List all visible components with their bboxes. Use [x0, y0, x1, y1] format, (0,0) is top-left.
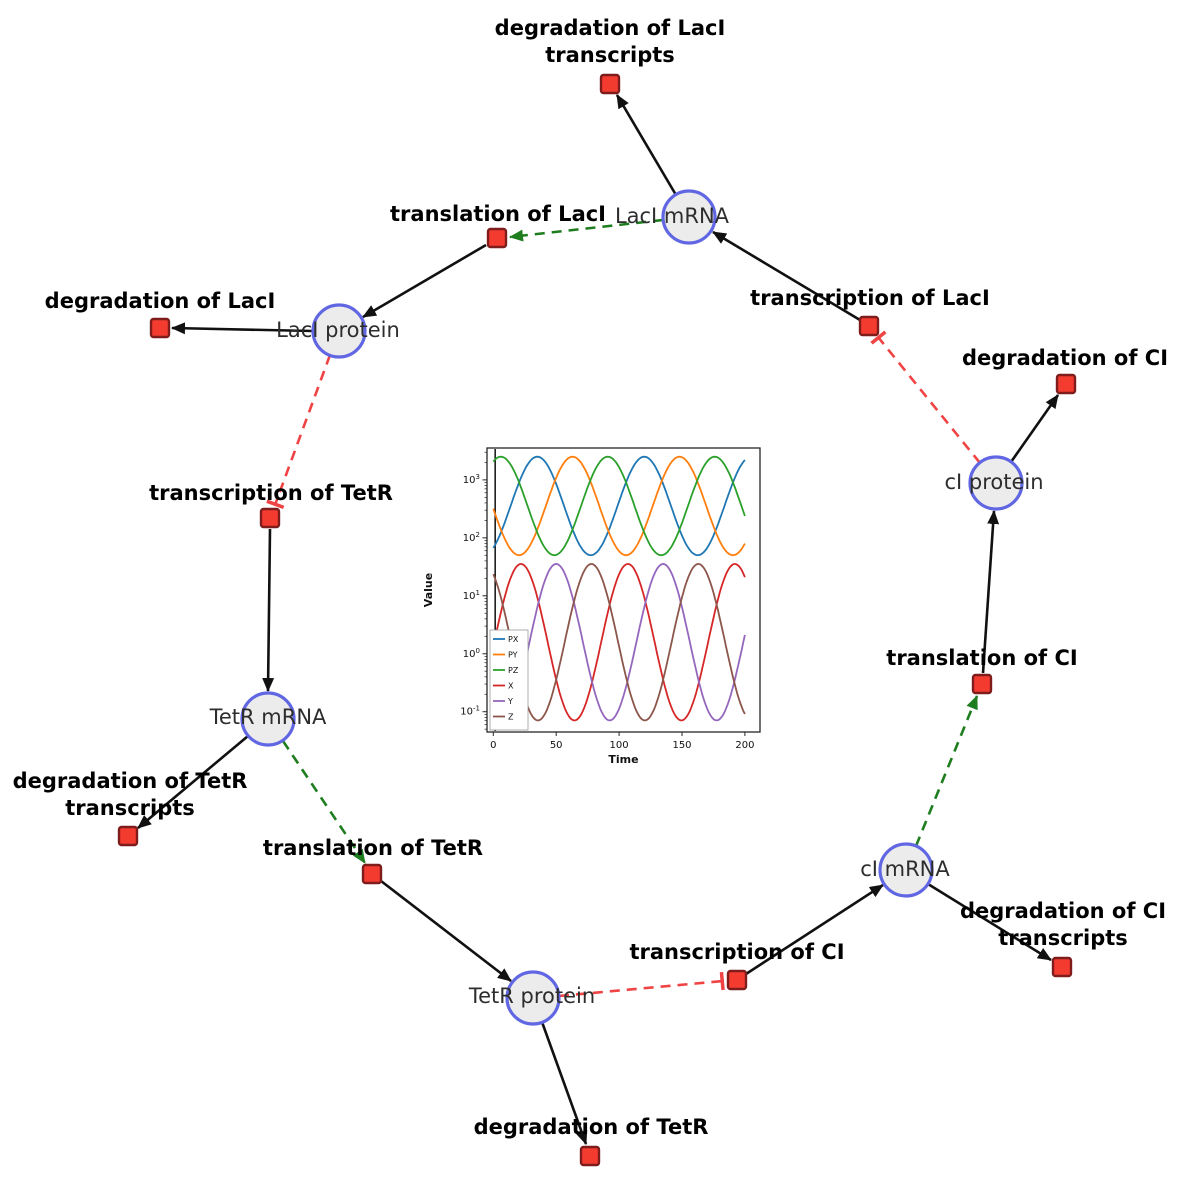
reaction-label-transcription-of-tetr: transcription of TetR [149, 481, 393, 505]
reaction-node-translation-of-laci[interactable] [486, 227, 508, 249]
reaction-node-degradation-of-laci-transcripts[interactable] [599, 73, 621, 95]
legend-label-Y: Y [507, 697, 513, 706]
reaction-label-degradation-of-tetr-transcripts-2: transcripts [65, 796, 195, 820]
y-tick-label: 102 [463, 531, 480, 544]
y-tick-label: 100 [463, 647, 480, 660]
y-axis-label: Value [422, 573, 435, 607]
reaction-label-degradation-of-laci-transcripts-2: transcripts [545, 43, 675, 67]
reaction-node-degradation-of-tetr[interactable] [579, 1145, 601, 1167]
x-tick-label: 100 [610, 740, 629, 751]
edge-ci-mrna-modifies-translation-ci [914, 695, 979, 847]
edge-translation-tetr-to-tetr-protein [380, 879, 512, 983]
edge-laci-mrna-modifies-translation-laci [509, 218, 664, 242]
legend-label-X: X [508, 682, 514, 691]
edge-laci-mrna-to-degradation-transcripts [615, 94, 678, 196]
reaction-node-degradation-of-ci[interactable] [1055, 373, 1077, 395]
reaction-node-translation-of-ci[interactable] [971, 673, 993, 695]
reaction-label-translation-of-tetr: translation of TetR [263, 836, 483, 860]
legend-label-PZ: PZ [508, 666, 519, 675]
reaction-label-degradation-of-laci-transcripts-1: degradation of LacI [495, 16, 726, 40]
species-label-tetr-mrna: TetR mRNA [209, 705, 327, 729]
reaction-node-transcription-of-laci[interactable] [858, 315, 880, 337]
edge-transcription-laci-to-laci-mrna [712, 230, 861, 322]
legend-label-PY: PY [508, 651, 518, 660]
edge-laci-protein-to-degradation-laci [171, 322, 314, 335]
species-node-ci-protein[interactable] [968, 455, 1024, 511]
y-tick-label: 103 [463, 473, 480, 486]
reaction-label-transcription-of-ci: transcription of CI [629, 940, 844, 964]
edge-ci-mrna-to-degradation-transcripts [927, 882, 1052, 962]
x-tick-label: 0 [490, 740, 496, 751]
edge-tetr-mrna-to-degradation-transcripts [137, 735, 249, 829]
series-PX [492, 455, 746, 557]
reaction-label-degradation-of-tetr-transcripts-1: degradation of TetR [13, 769, 248, 793]
reaction-label-transcription-of-laci: transcription of LacI [750, 286, 990, 310]
x-tick-label: 200 [735, 740, 754, 751]
edge-translation-laci-to-laci-protein [362, 243, 487, 319]
species-node-laci-mrna[interactable] [661, 189, 717, 245]
series-X [492, 563, 746, 722]
edge-tetr-protein-to-degradation-tetr [540, 1021, 588, 1145]
species-node-tetr-protein[interactable] [505, 970, 561, 1026]
reaction-node-degradation-of-ci-transcripts[interactable] [1051, 956, 1073, 978]
species-label-laci-mrna: LacI mRNA [615, 204, 730, 228]
reaction-node-transcription-of-ci[interactable] [726, 969, 748, 991]
reaction-nodes-layer [117, 73, 1077, 1167]
reaction-label-translation-of-ci: translation of CI [886, 646, 1077, 670]
y-tick-label: 10-1 [460, 705, 480, 718]
species-label-ci-mrna: cI mRNA [860, 857, 950, 881]
edges-layer [137, 94, 1060, 1145]
species-node-laci-protein[interactable] [311, 303, 367, 359]
x-axis-label: Time [608, 753, 638, 766]
reaction-label-translation-of-laci: translation of LacI [390, 202, 606, 226]
reaction-label-degradation-of-laci: degradation of LacI [45, 289, 276, 313]
edge-tetr-protein-inhibits-transcription-ci [558, 971, 725, 998]
species-node-tetr-mrna[interactable] [240, 691, 296, 747]
edge-transcription-tetr-to-tetr-mrna [262, 528, 275, 692]
edge-tetr-mrna-modifies-translation-tetr [281, 740, 367, 864]
species-labels-layer: LacI mRNA LacI protein TetR mRNA TetR pr… [209, 204, 1044, 1008]
legend-label-Z: Z [508, 713, 514, 722]
series-PZ [492, 455, 746, 557]
edge-translation-ci-to-ci-protein [981, 510, 1000, 674]
plot-frame [486, 447, 761, 733]
reaction-node-degradation-of-tetr-transcripts[interactable] [117, 825, 139, 847]
series-Z [492, 563, 746, 722]
x-tick-label: 50 [550, 740, 563, 751]
reaction-node-transcription-of-tetr[interactable] [259, 507, 281, 529]
species-label-laci-protein: LacI protein [276, 318, 400, 342]
edge-laci-protein-inhibits-transcription-tetr [266, 354, 332, 510]
reaction-label-degradation-of-ci-transcripts-1: degradation of CI [960, 899, 1166, 923]
reaction-label-degradation-of-tetr: degradation of TetR [474, 1115, 709, 1139]
species-label-ci-protein: cI protein [944, 470, 1043, 494]
reaction-label-degradation-of-ci: degradation of CI [962, 346, 1168, 370]
legend-box [489, 629, 529, 731]
species-label-tetr-protein: TetR protein [468, 984, 595, 1008]
x-tick-label: 150 [672, 740, 691, 751]
legend-label-PX: PX [508, 635, 519, 644]
reaction-label-degradation-of-ci-transcripts-2: transcripts [998, 926, 1128, 950]
series-Y [492, 563, 746, 722]
reaction-node-degradation-of-laci[interactable] [149, 317, 171, 339]
edge-ci-protein-to-degradation-ci [1009, 394, 1060, 463]
reaction-labels-layer: degradation of LacI transcripts translat… [13, 16, 1168, 1139]
species-node-ci-mrna[interactable] [878, 842, 934, 898]
reaction-node-translation-of-tetr[interactable] [361, 863, 383, 885]
edge-transcription-ci-to-ci-mrna [745, 883, 884, 976]
species-nodes-layer [240, 189, 1024, 1026]
series-PY [492, 455, 746, 557]
y-tick-label: 101 [463, 589, 480, 602]
